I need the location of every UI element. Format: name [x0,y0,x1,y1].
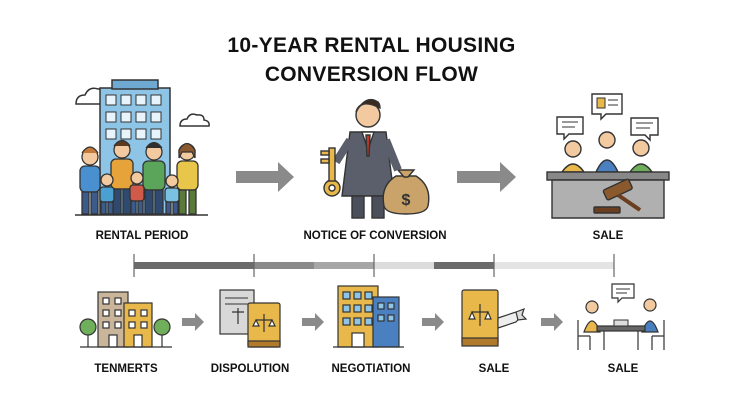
title-line-2: CONVERSION FLOW [264,63,479,86]
businessman-key-moneybag-icon: $ [320,98,430,219]
step-label-4: SALE [478,363,510,375]
apartment-building-icon [333,285,404,348]
legal-documents-icon [219,289,281,348]
buildings-icon [79,291,172,348]
svg-text:$: $ [402,192,411,209]
step-arrows [182,313,563,331]
stage-label-sale: SALE [592,230,624,242]
stage-label-rental-period: RENTAL PERIOD [95,230,189,242]
step-label-3: NEGOTIATION [331,363,411,375]
auction-panel-icon [546,93,670,219]
family-building-icon [75,79,210,216]
step-label-1: TENMERTS [94,363,158,375]
step-label-5: SALE [607,363,639,375]
flow-arrow-2 [457,162,516,192]
stage-label-notice-of-conversion: NOTICE OF CONVERSION [303,230,447,242]
step-label-2: DISPOLUTION [210,363,290,375]
title-line-1: 10-YEAR RENTAL HOUSING [227,34,516,57]
meeting-table-icon [577,283,665,350]
law-book-icon [461,289,528,347]
flow-arrow-1 [236,162,294,192]
timeline-bar [133,254,615,277]
